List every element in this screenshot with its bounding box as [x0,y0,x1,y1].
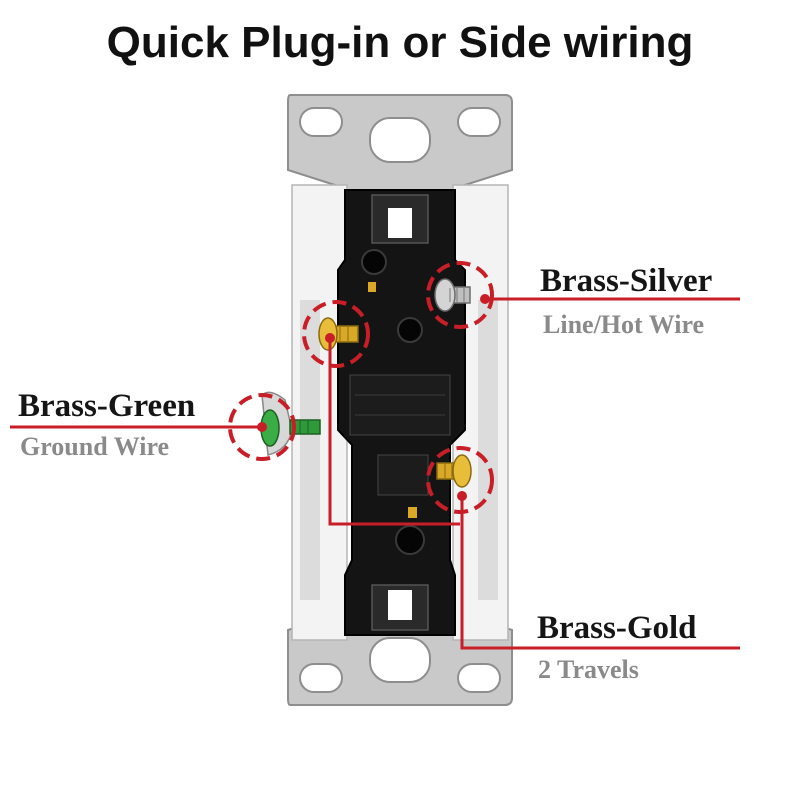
mounting-hole [299,107,343,137]
mounting-hole [457,663,501,693]
terminal-screw-silver [434,278,471,312]
callout-brass-gold [302,300,740,650]
mounting-hole [299,663,343,693]
sublabel-ground-wire: Ground Wire [20,432,170,461]
terminal-screw-brass-right [436,454,472,488]
page-title: Quick Plug-in or Side wiring [106,18,694,67]
push-in-hole [395,525,425,555]
label-brass-gold: Brass-Gold [537,610,697,646]
center-slot [369,117,431,163]
mounting-hole [457,107,501,137]
sublabel-2-travels: 2 Travels [538,655,639,684]
push-in-hole [397,317,423,343]
callout-brass-green [10,393,296,461]
center-slot [369,637,431,683]
label-brass-silver: Brass-Silver [540,263,713,299]
sublabel-line-hot-wire: Line/Hot Wire [543,310,705,339]
label-brass-green: Brass-Green [18,388,196,424]
push-in-hole [361,249,387,275]
callout-brass-silver [426,261,740,329]
switch-body [337,189,466,636]
